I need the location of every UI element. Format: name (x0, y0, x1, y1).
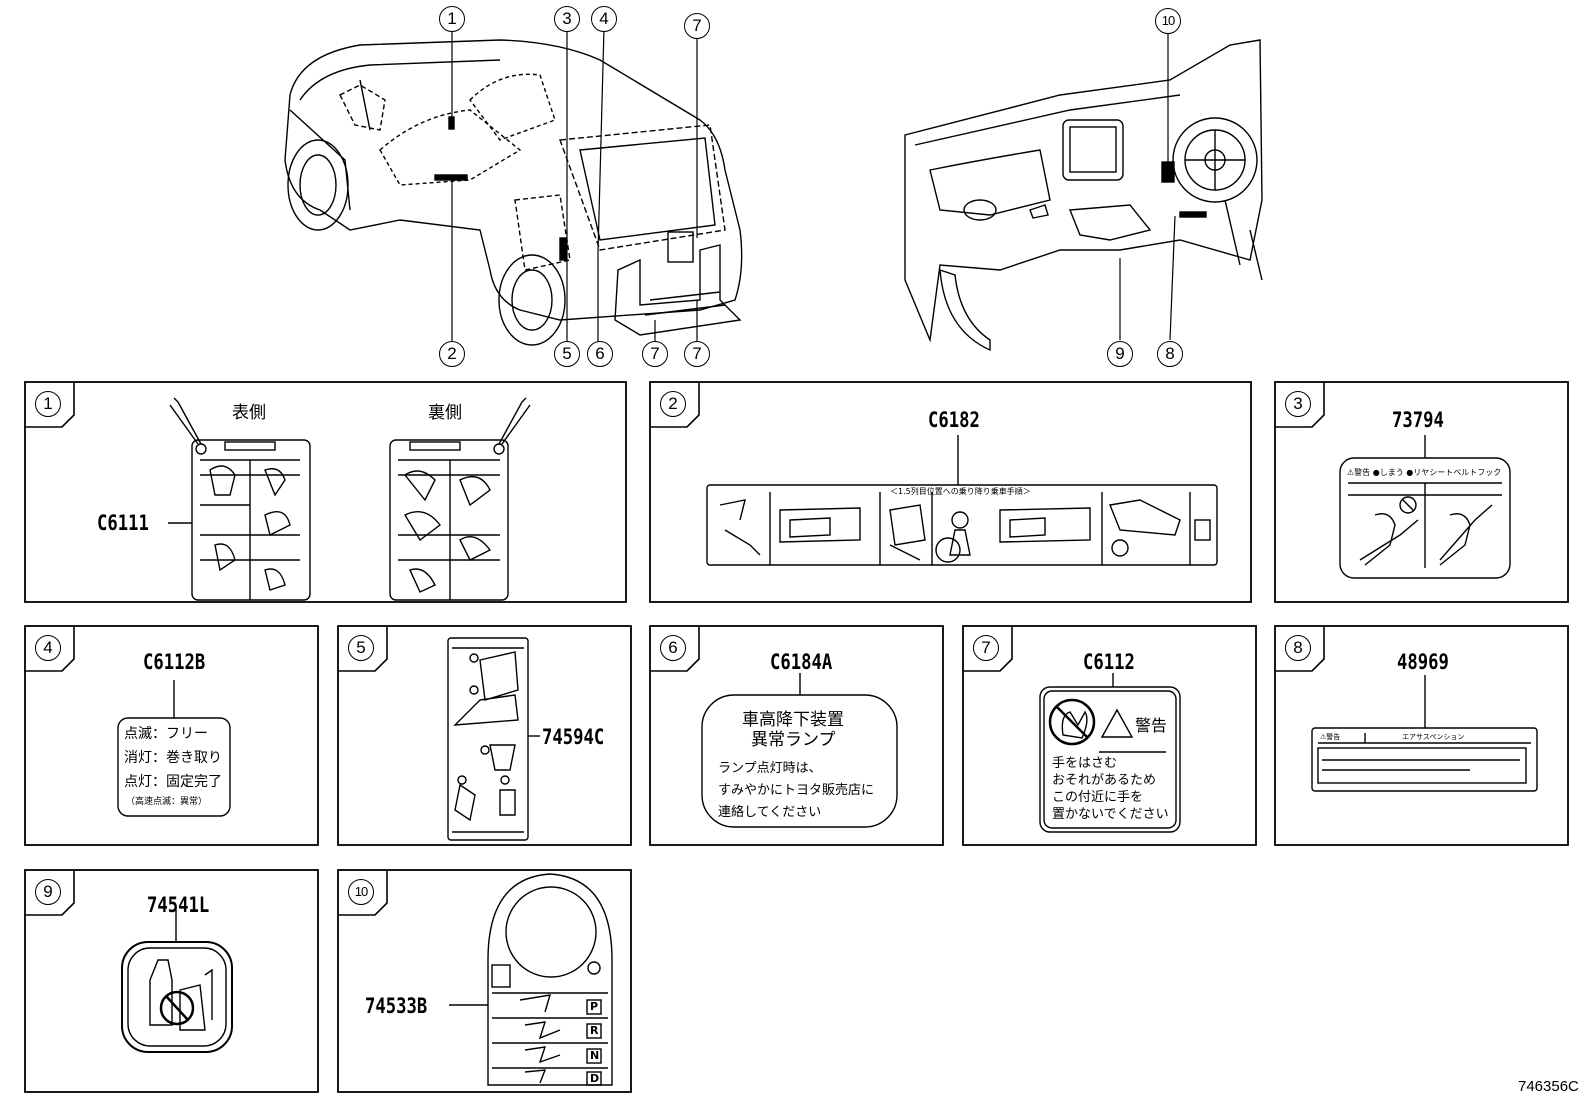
sticker-line: 連絡してください (718, 805, 822, 820)
sticker-line: すみやかにトヨタ販売店に (718, 783, 875, 798)
panel-tabs (25, 382, 1325, 916)
part-number: C6112 (1083, 650, 1135, 674)
sticker-caption: ＜1.5列目位置への乗り降り乗車手順＞ (890, 487, 1031, 496)
panel2-sticker (706, 435, 1218, 566)
part-number: C6184A (770, 650, 833, 674)
panel-frames (24, 381, 1569, 1093)
sticker-title: 異常ランプ (751, 730, 836, 750)
callout-8: 8 (1157, 341, 1183, 367)
part-number: 73794 (1392, 408, 1444, 432)
callout-3: 3 (554, 6, 580, 32)
panel-number: 3 (1285, 391, 1311, 417)
vehicle-rear-view (284, 39, 743, 346)
part-number: C6111 (97, 511, 149, 535)
panel-number: 9 (35, 879, 61, 905)
sticker-header: エアサスペンション (1402, 733, 1465, 741)
part-number: 48969 (1397, 650, 1449, 674)
gear-label: N (590, 1049, 600, 1062)
sticker-line: 消灯：巻き取り (124, 750, 222, 766)
sticker-line: 置かないでください (1052, 807, 1169, 822)
warning-label: 警告 (1135, 716, 1168, 735)
sticker-line: 点滅：フリー (124, 726, 208, 742)
sticker-line: この付近に手を (1052, 790, 1144, 805)
sticker-line: おそれがあるため (1052, 773, 1157, 788)
sticker-title: 車高降下装置 (742, 710, 844, 730)
part-number: C6182 (928, 408, 980, 432)
callout-6: 6 (587, 341, 613, 367)
callout-5: 5 (554, 341, 580, 367)
panel5-sticker (447, 637, 540, 841)
panel-number: 1 (35, 391, 61, 417)
leader-lines-right (1119, 34, 1176, 341)
callout-10: 10 (1155, 8, 1181, 34)
figure-number: 746356C (1518, 1078, 1579, 1095)
part-number: 74541L (147, 893, 210, 917)
panel-number: 2 (660, 391, 686, 417)
sticker-header: ⚠警告 ●しまう ●リヤシートベルトフック (1347, 468, 1502, 477)
panel6-sticker (701, 673, 898, 828)
gear-label: R (590, 1024, 599, 1037)
callout-1: 1 (439, 6, 465, 32)
leader-lines-left (451, 27, 698, 342)
callout-2: 2 (439, 341, 465, 367)
panel10-sticker (449, 873, 613, 1086)
panel-number: 7 (973, 635, 999, 661)
callout-4: 4 (591, 6, 617, 32)
callout-9: 9 (1107, 341, 1133, 367)
front-side-label: 表側 (232, 403, 266, 423)
part-number: C6112B (143, 650, 206, 674)
panel-number: 4 (35, 635, 61, 661)
panel3-sticker (1339, 435, 1511, 579)
panel8-sticker (1311, 675, 1538, 792)
callout-7-left: 7 (642, 341, 668, 367)
gear-label: D (590, 1072, 600, 1085)
panel1-stickers (168, 397, 531, 601)
gear-label: P (590, 1000, 599, 1013)
back-side-label: 裏側 (428, 403, 462, 423)
panel9-sticker (121, 908, 233, 1053)
callout-7-top: 7 (684, 13, 710, 39)
dashboard-view (904, 39, 1263, 352)
panel7-sticker (1039, 673, 1181, 833)
sticker-header: ⚠警告 (1320, 733, 1341, 741)
panel-number: 10 (348, 879, 374, 905)
part-number: 74533B (365, 994, 428, 1018)
panel-number: 6 (660, 635, 686, 661)
panel-number: 5 (348, 635, 374, 661)
sticker-line: （高速点滅：異常） (126, 797, 208, 807)
sticker-line: 手をはさむ (1052, 756, 1118, 771)
panel-number: 8 (1285, 635, 1311, 661)
panel4-sticker (117, 680, 231, 817)
sticker-line: 点灯：固定完了 (124, 774, 222, 790)
callout-7-right: 7 (684, 341, 710, 367)
part-number: 74594C (542, 725, 605, 749)
sticker-line: ランプ点灯時は、 (718, 761, 822, 776)
